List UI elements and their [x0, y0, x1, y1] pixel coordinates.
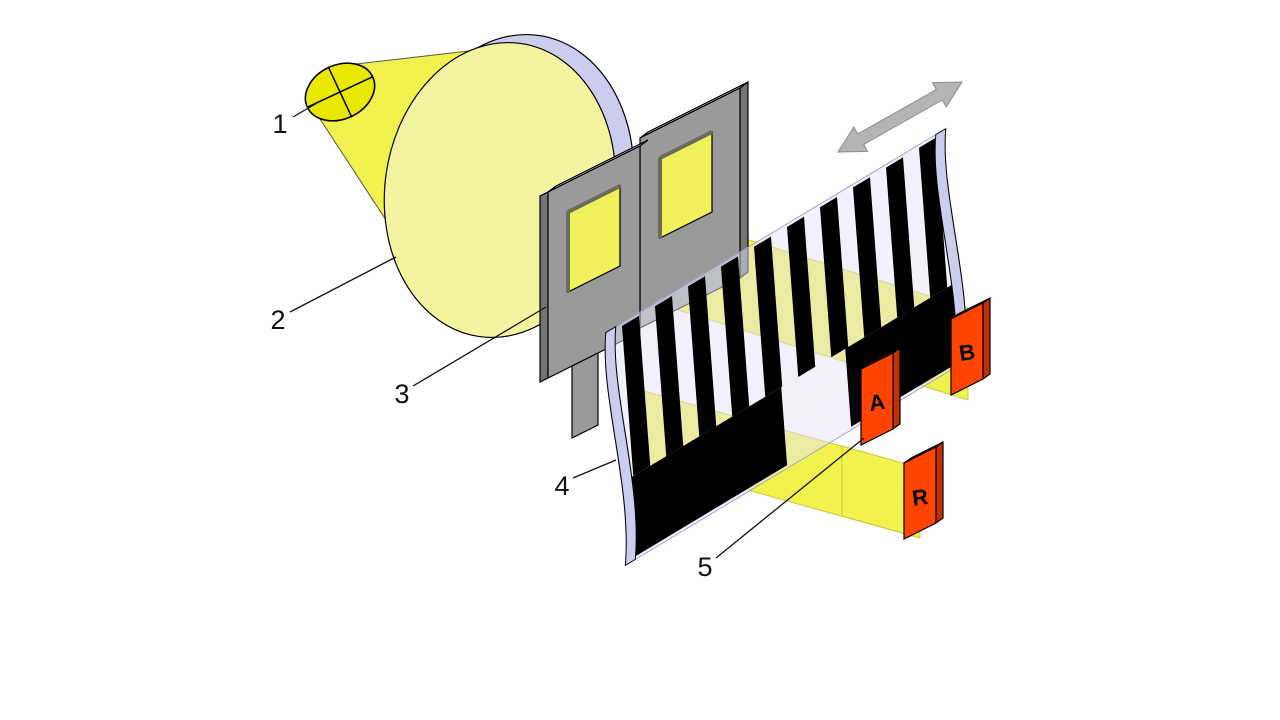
- detector-r-label: R: [910, 484, 929, 511]
- detector-r: R: [903, 440, 944, 540]
- mask-stem: [571, 352, 599, 439]
- code-strip-bar: [820, 196, 849, 358]
- callout-leader-line: [412, 306, 547, 387]
- callout-leader-line: [715, 437, 865, 559]
- detector-r-side-face: [935, 440, 944, 525]
- code-strip-bar: [853, 177, 882, 338]
- callout-number: 5: [697, 552, 712, 582]
- callout-leader-line: [289, 256, 397, 313]
- callout-number: 1: [272, 109, 287, 139]
- callout-scanning-mask: 3: [394, 306, 547, 409]
- callout-leader-line: [292, 102, 318, 118]
- code-strip-bar: [754, 236, 783, 397]
- callout-code-strip: 4: [554, 459, 617, 501]
- mask-right-window-wall: [659, 130, 713, 160]
- code-strip-opaque-left: [623, 387, 788, 560]
- detector-a-front-face: [860, 352, 894, 446]
- code-strip-bar: [919, 137, 948, 298]
- code-strip-bar: [787, 216, 816, 377]
- detector-b: B: [950, 296, 991, 396]
- reference-beam-front-segment: [841, 445, 921, 539]
- motion-arrow-icon: [837, 81, 963, 153]
- code-strip-bar: [886, 157, 915, 318]
- detector-a: A: [860, 346, 901, 446]
- callout-number: 3: [394, 379, 409, 409]
- code-strip-bar: [655, 295, 684, 457]
- detector-b-front-face: [950, 302, 984, 396]
- detector-b-side-face: [982, 296, 991, 381]
- detector-a-side-face: [892, 346, 901, 431]
- callout-number: 2: [270, 305, 285, 335]
- code-strip-left-wavy-edge: [604, 325, 637, 567]
- code-strip-top-edge: [609, 129, 944, 331]
- lamp: [304, 62, 376, 122]
- detector-r-front-face: [903, 446, 937, 540]
- callout-leader-line: [572, 459, 617, 479]
- detector-a-label: A: [867, 389, 886, 416]
- callout-photodetectors: 5: [697, 437, 865, 582]
- code-strip-bar: [688, 276, 717, 437]
- lamp-filament-cross: [327, 67, 353, 117]
- code-strip-bar: [622, 315, 651, 476]
- mask-left-plate-side-face: [539, 191, 549, 383]
- mask-left-window-wall: [567, 184, 621, 214]
- code-strip-bar: [721, 256, 750, 417]
- callout-number: 4: [554, 471, 569, 501]
- callout-light-source: 1: [272, 102, 318, 139]
- code-strip: [604, 127, 967, 567]
- detector-b-label: B: [957, 339, 976, 366]
- code-strip-bottom-edge: [627, 363, 962, 565]
- callout-condenser-lens: 2: [270, 256, 397, 335]
